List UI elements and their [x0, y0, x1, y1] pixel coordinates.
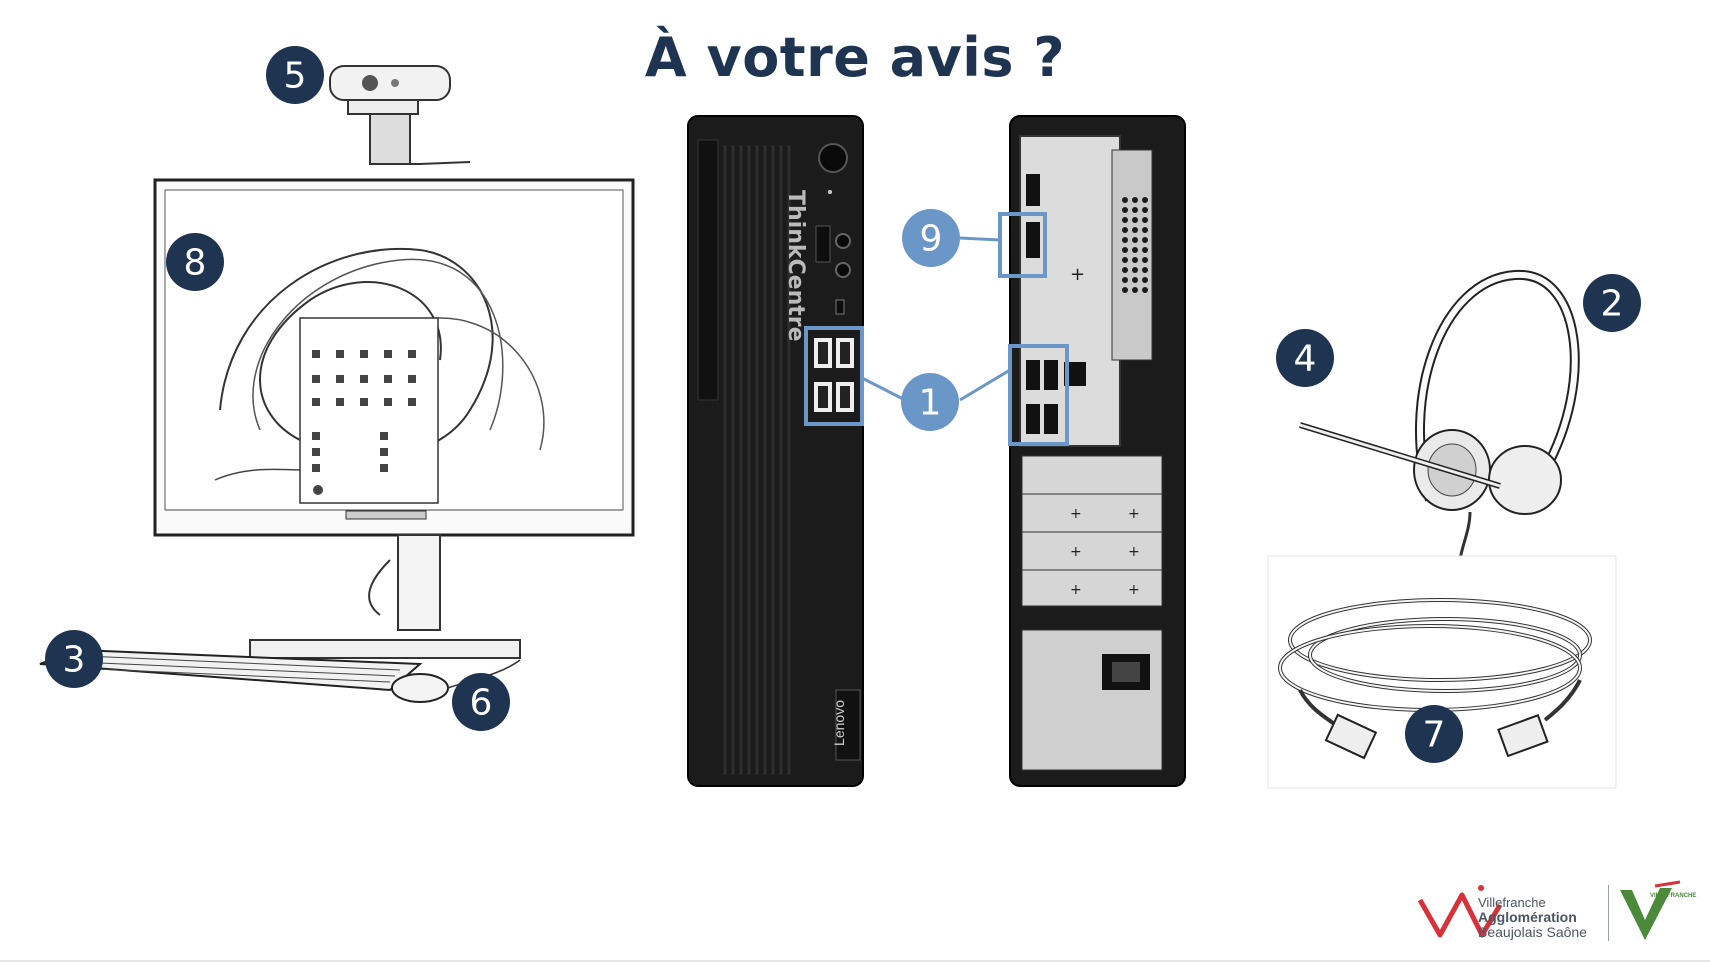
slide-title: À votre avis ? — [644, 26, 1066, 89]
badge-8: 8 — [166, 233, 224, 291]
badge-4: 4 — [1276, 329, 1334, 387]
lenovo-label: Lenovo — [831, 700, 847, 746]
svg-text:+: + — [1070, 582, 1082, 598]
villefranche-logo-mark — [1620, 880, 1681, 940]
badge-6-label: 6 — [470, 683, 493, 724]
badge-9: 9 — [902, 209, 960, 267]
badge-1: 1 — [901, 373, 959, 431]
badge-8-label: 8 — [184, 243, 207, 284]
headset-illustration — [1299, 269, 1580, 561]
thinkcentre-label: ThinkCentre — [783, 190, 808, 342]
badge-4-label: 4 — [1294, 339, 1317, 380]
callout-lines — [861, 236, 1011, 402]
logo-line-3: Beaujolais Saône — [1478, 924, 1587, 940]
badge-9-label: 9 — [920, 219, 943, 260]
badge-1-label: 1 — [919, 383, 942, 424]
badge-7-label: 7 — [1423, 715, 1446, 756]
badge-5-label: 5 — [284, 56, 307, 97]
logo-line-2: Agglomération — [1478, 909, 1577, 925]
badge-7: 7 — [1405, 705, 1463, 763]
agglomeration-logo-text: Villefranche Agglomération Beaujolais Sa… — [1478, 895, 1587, 940]
badge-3: 3 — [45, 630, 103, 688]
agglomeration-logo-mark — [1417, 885, 1503, 938]
badge-5: 5 — [266, 46, 324, 104]
monitor-illustration — [153, 178, 635, 659]
tower-front-illustration: ThinkCentre Lenovo — [687, 115, 864, 787]
svg-text:+: + — [1128, 582, 1140, 598]
logo-separator — [1608, 885, 1609, 941]
svg-text:+: + — [1070, 506, 1082, 522]
tower-back-illustration: + + + + + + + — [998, 115, 1186, 787]
svg-text:+: + — [1128, 506, 1140, 522]
plus-mark: + — [1070, 264, 1085, 285]
badge-2: 2 — [1583, 274, 1641, 332]
svg-text:+: + — [1070, 544, 1082, 560]
badge-2-label: 2 — [1601, 284, 1624, 325]
logo-line-1: Villefranche — [1478, 895, 1546, 910]
svg-text:+: + — [1128, 544, 1140, 560]
webcam-illustration — [329, 65, 471, 165]
badge-3-label: 3 — [63, 640, 86, 681]
villefranche-logo-text: VILLEFRANCHE — [1650, 893, 1697, 899]
badge-6: 6 — [452, 673, 510, 731]
